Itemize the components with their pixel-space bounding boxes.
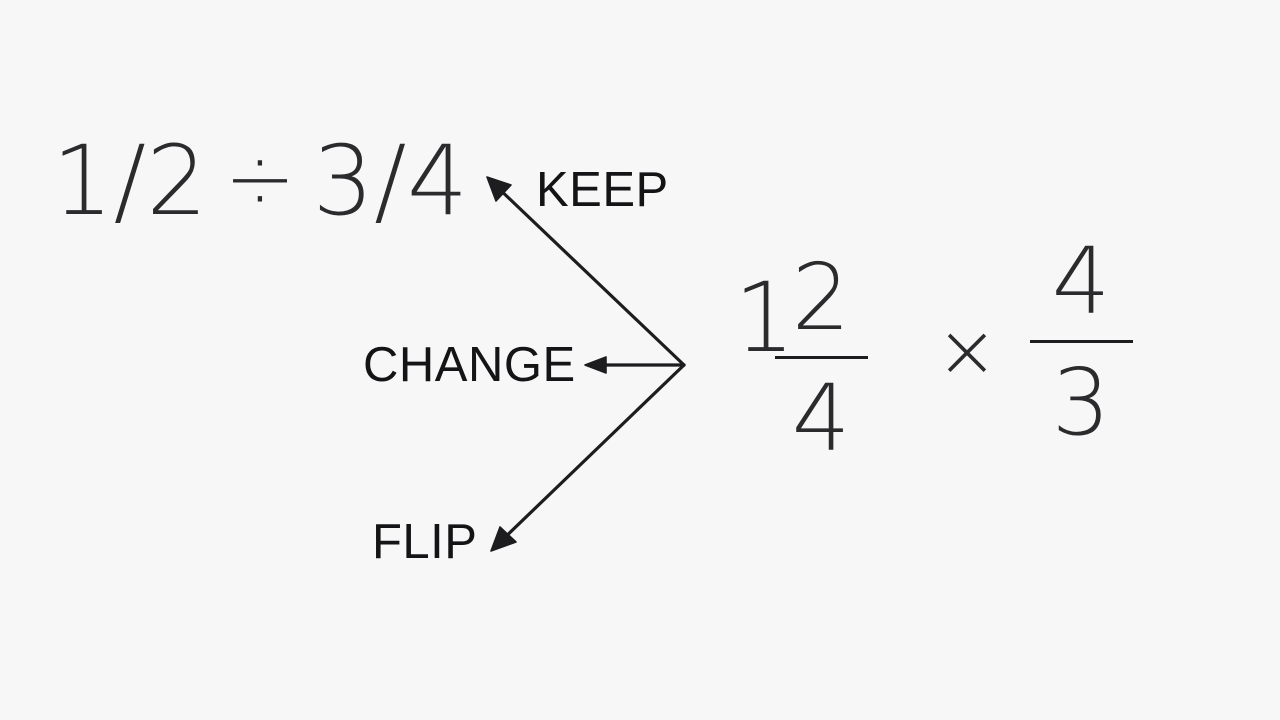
flip-label: FLIP bbox=[372, 515, 478, 569]
left-fraction-one-half: 1/2 bbox=[52, 125, 208, 237]
flip-arrow bbox=[490, 363, 686, 552]
change-arrow bbox=[584, 356, 686, 374]
fraction-four-thirds: 4 3 bbox=[1016, 236, 1146, 449]
whole-number-one: 1 bbox=[734, 262, 796, 374]
division-expression: 1/2÷3/4 bbox=[52, 129, 469, 233]
fraction-numerator: 2 bbox=[791, 244, 851, 351]
fraction-denominator: 4 bbox=[791, 365, 851, 472]
multiplication-sign: × bbox=[936, 308, 999, 394]
fraction-denominator: 3 bbox=[1051, 349, 1111, 456]
fraction-numerator: 4 bbox=[1051, 228, 1111, 335]
fraction-bar bbox=[774, 356, 868, 359]
fraction-two-fourths: 2 4 bbox=[756, 252, 886, 465]
division-sign: ÷ bbox=[224, 129, 297, 229]
keep-label: KEEP bbox=[536, 163, 669, 217]
left-fraction-three-quarters: 3/4 bbox=[312, 125, 469, 237]
change-label: CHANGE bbox=[363, 338, 576, 392]
fraction-bar bbox=[1029, 340, 1133, 343]
multiplication-expression: 1 2 4 × 4 3 bbox=[726, 236, 1156, 476]
